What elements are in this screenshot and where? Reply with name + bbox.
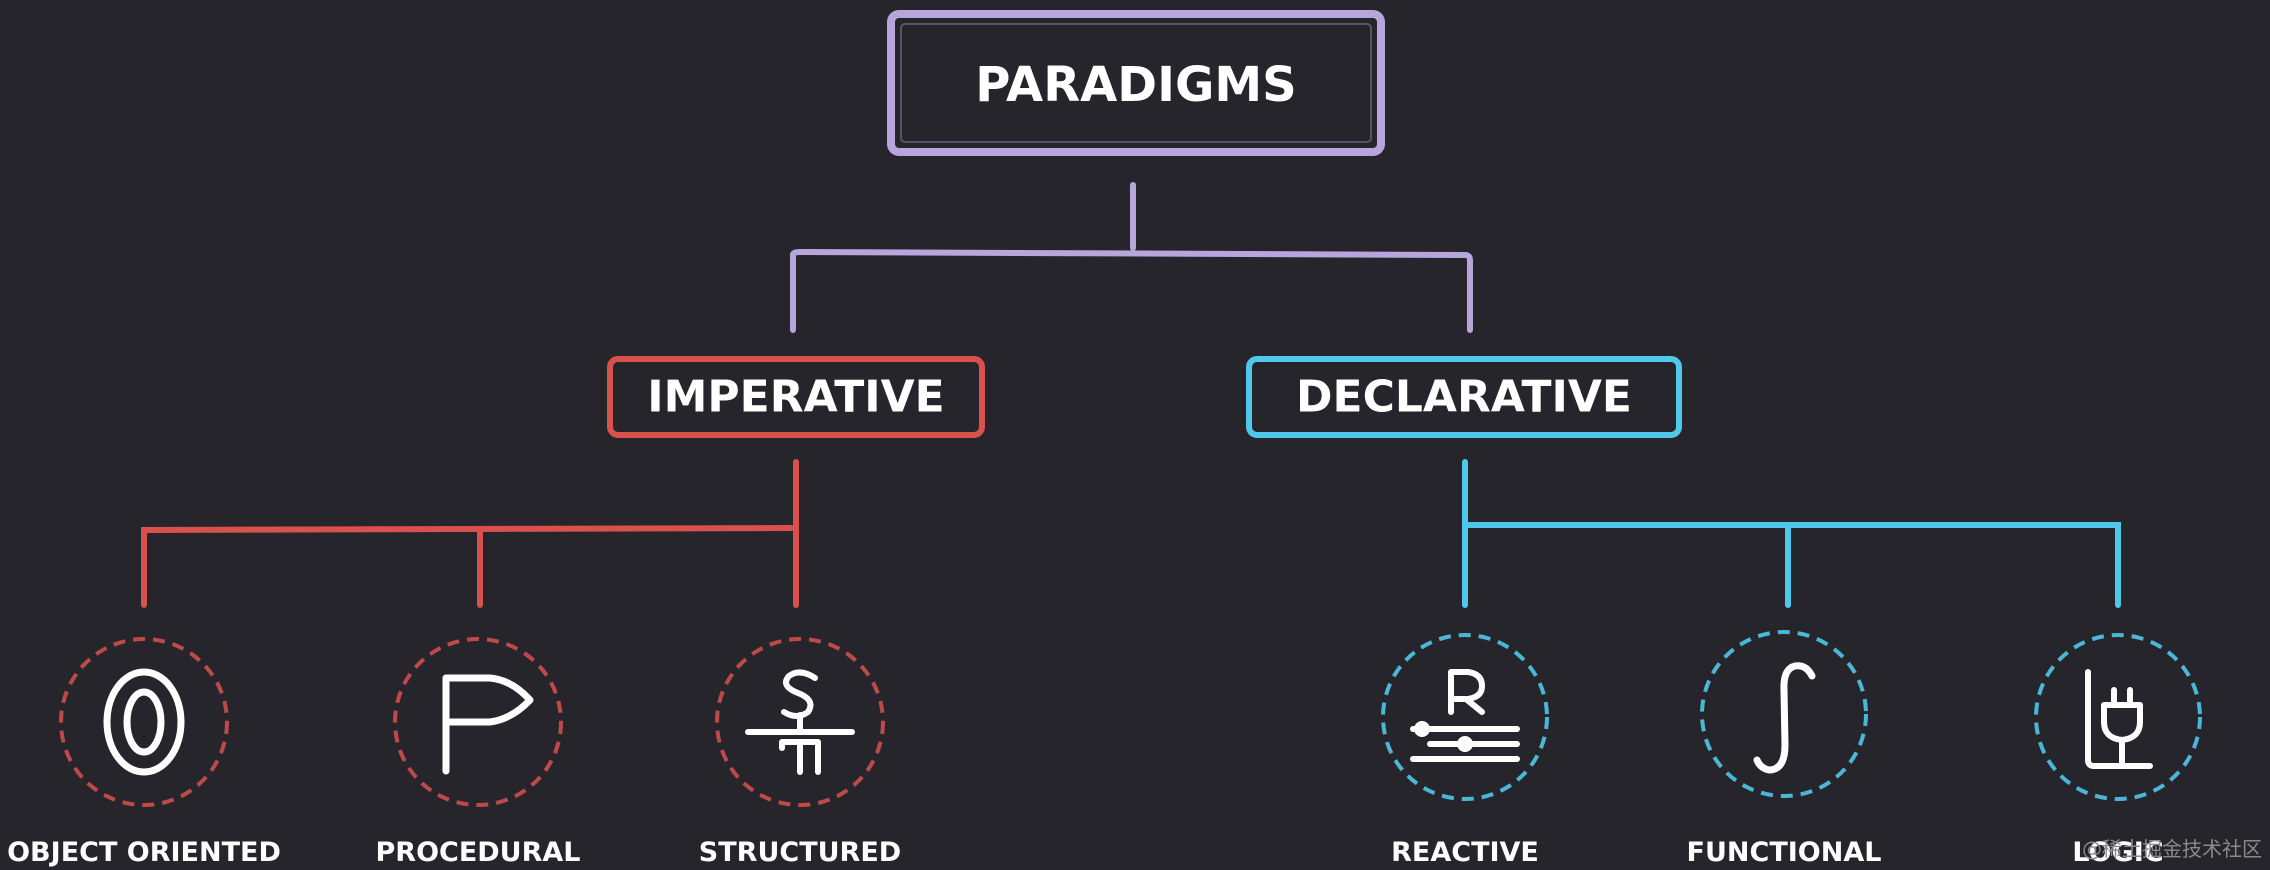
imperative-box bbox=[607, 356, 985, 438]
structured-icon bbox=[745, 669, 855, 775]
leaf-label: FUNCTIONAL bbox=[1687, 837, 1882, 868]
leaf-circle bbox=[1700, 630, 1868, 798]
leaf-circle bbox=[393, 637, 563, 807]
imperative-label: IMPERATIVE bbox=[647, 372, 944, 423]
root-box bbox=[887, 10, 1385, 156]
root-label: PARADIGMS bbox=[975, 57, 1296, 113]
leaf-label: STRUCTURED bbox=[699, 837, 901, 868]
logic-plug-icon bbox=[2085, 669, 2153, 769]
leaf-circle bbox=[715, 637, 885, 807]
leaf-procedural: PROCEDURAL bbox=[375, 637, 581, 868]
leaf-reactive: REACTIVE bbox=[1381, 633, 1549, 868]
declarative-horizontal-line bbox=[1462, 522, 2121, 608]
leaf-object-oriented: OBJECT ORIENTED bbox=[7, 637, 281, 868]
declarative-box bbox=[1246, 356, 1682, 438]
declarative-branch: DECLARATIVE bbox=[1246, 356, 2121, 608]
watermark-text: @稀土掘金技术社区 bbox=[2082, 837, 2262, 861]
leaf-circle bbox=[2034, 633, 2202, 801]
functional-icon bbox=[1753, 662, 1816, 774]
root-connectors bbox=[790, 182, 1473, 333]
leaf-circle bbox=[1381, 633, 1549, 801]
leaf-functional: FUNCTIONAL bbox=[1687, 630, 1882, 868]
leaf-logic: LOGIC bbox=[2034, 633, 2202, 868]
declarative-label: DECLARATIVE bbox=[1296, 372, 1632, 423]
root-branch-line bbox=[790, 249, 1473, 333]
leaf-label: OBJECT ORIENTED bbox=[7, 837, 281, 868]
declarative-connectors bbox=[1462, 459, 2121, 608]
object-oriented-icon bbox=[103, 668, 185, 776]
leaf-label: LOGIC bbox=[2072, 837, 2163, 868]
root-node: PARADIGMS bbox=[887, 10, 1385, 156]
imperative-horizontal-line bbox=[141, 525, 799, 608]
leaf-circle bbox=[59, 637, 229, 807]
procedural-flag-icon bbox=[442, 674, 534, 775]
imperative-connectors bbox=[141, 459, 799, 608]
leaf-label: PROCEDURAL bbox=[375, 837, 580, 868]
reactive-icon bbox=[1410, 669, 1520, 762]
imperative-branch: IMPERATIVE bbox=[141, 356, 985, 608]
leaf-label: REACTIVE bbox=[1391, 837, 1539, 868]
leaf-structured: STRUCTURED bbox=[699, 637, 901, 868]
root-box-inner bbox=[900, 23, 1372, 143]
